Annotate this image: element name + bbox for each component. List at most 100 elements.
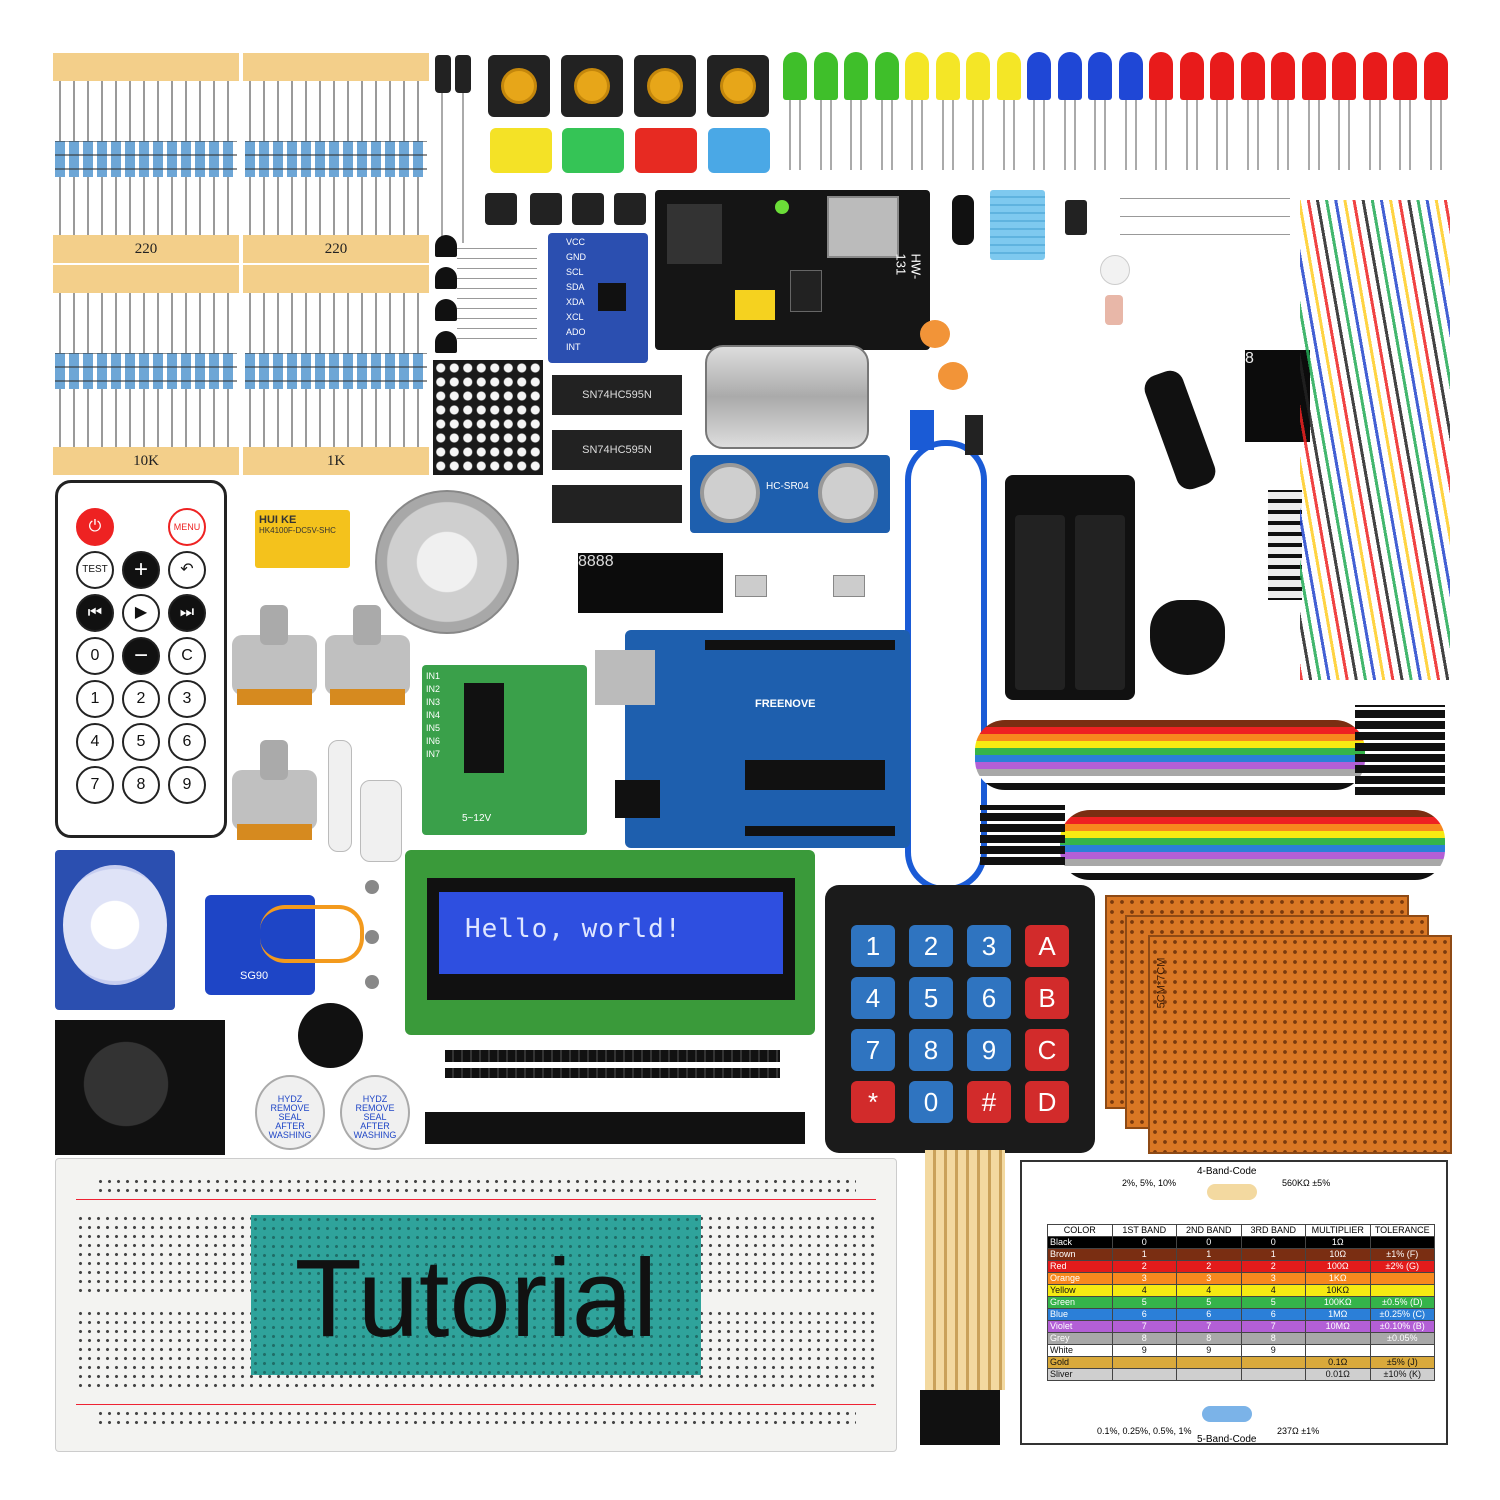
gyro-pin-label: XCL: [566, 312, 584, 322]
ic-chip: SN74HC595N: [552, 375, 682, 415]
table-cell: 5: [1111, 1296, 1177, 1309]
led: [905, 52, 929, 100]
table-cell: ±0.5% (D): [1369, 1296, 1435, 1309]
resistor-strip-1k: 1K: [243, 265, 429, 475]
resistor-strip-220-a: 220: [53, 53, 239, 263]
four-band-right-label: 560KΩ ±5%: [1282, 1178, 1331, 1188]
led-leg: [850, 100, 852, 170]
led-leg: [1246, 100, 1249, 170]
resistor-label: 1K: [243, 447, 429, 475]
led-leg: [860, 100, 862, 170]
table-cell: [1369, 1272, 1435, 1285]
table-cell: 9: [1176, 1344, 1242, 1357]
button-cap-green: [562, 128, 624, 173]
led-leg: [1165, 100, 1167, 170]
button-cap-red: [635, 128, 697, 173]
mini-button: [572, 193, 604, 225]
table-cell: 7: [1240, 1320, 1306, 1333]
button-cap-blue: [708, 128, 770, 173]
led-leg: [1338, 100, 1340, 170]
table-cell: [1240, 1368, 1306, 1381]
led: [1393, 52, 1417, 100]
tilt-sensor: [952, 195, 974, 245]
led-leg: [1409, 100, 1411, 170]
driver-voltage-label: 5~12V: [462, 813, 492, 824]
keypad-key: #: [967, 1081, 1011, 1123]
led-bar-graph: [1268, 490, 1302, 600]
gyro-pin-label: SDA: [566, 282, 585, 292]
led-leg: [1073, 100, 1076, 170]
led-leg: [921, 100, 923, 170]
gyro-pin-label: SCL: [566, 267, 584, 277]
remote-button: ⏭: [168, 594, 206, 632]
transistors: [435, 235, 545, 355]
led: [1423, 52, 1448, 100]
table-header: COLOR: [1047, 1224, 1113, 1237]
led: [1057, 52, 1082, 100]
led-leg: [1277, 100, 1279, 170]
remote-button: ▶: [122, 594, 160, 632]
table-cell: 1: [1176, 1248, 1242, 1261]
potentiometer: [232, 605, 317, 705]
table-cell: ±0.10% (B): [1369, 1320, 1435, 1333]
table-cell: Sliver: [1047, 1368, 1113, 1381]
table-cell: Green: [1047, 1296, 1113, 1309]
table-cell: White: [1047, 1344, 1113, 1357]
led-leg: [1002, 100, 1005, 170]
led-leg: [1348, 100, 1350, 170]
table-cell: 1KΩ: [1305, 1272, 1371, 1285]
table-cell: [1176, 1356, 1242, 1369]
led-leg: [1134, 100, 1137, 170]
led-leg: [1317, 100, 1320, 170]
mini-button: [530, 193, 562, 225]
led-leg: [1012, 100, 1015, 170]
table-cell: 7: [1176, 1320, 1242, 1333]
slide-switch: [735, 575, 767, 597]
servo-label: SG90: [240, 970, 269, 982]
slide-switch: [833, 575, 865, 597]
pir-sensor: [55, 850, 175, 1010]
table-cell: 4: [1240, 1284, 1306, 1297]
table-header: 2ND BAND: [1176, 1224, 1242, 1237]
table-cell: 100KΩ: [1305, 1296, 1371, 1309]
driver-pin-label: IN3: [426, 697, 441, 707]
relay-brand: HUI KE: [259, 514, 297, 526]
potentiometer: [232, 740, 317, 840]
remote-button: C: [168, 637, 206, 675]
diodes: [1120, 185, 1290, 245]
driver-pin-label: IN1: [426, 671, 441, 681]
led: [1088, 52, 1112, 100]
table-header: MULTIPLIER: [1305, 1224, 1371, 1237]
potentiometer: [325, 605, 410, 705]
table-cell: Black: [1047, 1236, 1113, 1249]
table-cell: 10Ω: [1305, 1248, 1371, 1261]
buzzer-label-line: REMOVE: [355, 1103, 395, 1113]
gyro-pin-label: INT: [566, 342, 581, 352]
table-cell: ±2% (G): [1369, 1260, 1435, 1273]
five-band-resistor: [1202, 1406, 1252, 1422]
ceramic-capacitor: [938, 362, 968, 390]
lcd-1602-module: Hello, world!: [405, 850, 815, 1035]
table-cell: 4: [1176, 1284, 1242, 1297]
led: [813, 52, 838, 100]
led-leg: [1155, 100, 1157, 170]
buzzer-label-line: AFTER: [360, 1121, 390, 1131]
led: [1301, 52, 1326, 100]
table-cell: 10MΩ: [1305, 1320, 1371, 1333]
led-leg: [1185, 100, 1188, 170]
perfboard-label: 5CM*7CM: [1155, 957, 1168, 1009]
battery-holder: [1005, 475, 1135, 700]
led-leg: [1033, 100, 1035, 170]
tutorial-title: Tutorial: [294, 1237, 658, 1360]
seven-segment-display: 8: [1245, 350, 1310, 442]
rgb-led: [1100, 255, 1130, 285]
